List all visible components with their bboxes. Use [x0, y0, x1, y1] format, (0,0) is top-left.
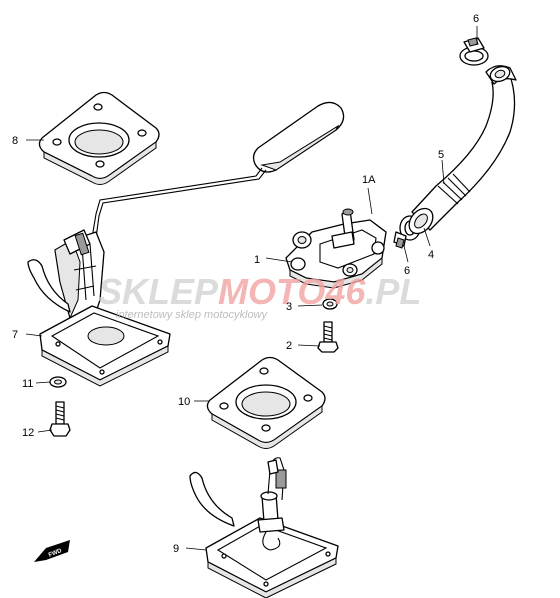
- watermark-brand-2: MOTO: [218, 271, 325, 312]
- label-10: 10: [178, 396, 190, 408]
- part-labels: 8 1A 1 3 2 4 5 6 6 7 11 12 10 9: [12, 13, 479, 555]
- bolt-12: [49, 401, 71, 437]
- label-5: 5: [438, 149, 444, 161]
- washer-3: [322, 298, 338, 310]
- fuel-sensor-plate: [189, 457, 339, 598]
- forward-label: FWD: [48, 548, 64, 559]
- fuel-tap: [285, 208, 387, 289]
- fuel-level-sensor: [27, 101, 345, 387]
- washer-11: [49, 376, 67, 388]
- gasket-top: [38, 91, 160, 185]
- hose-clamp-upper: [459, 37, 489, 66]
- watermark-brand-1: SKLEP: [98, 271, 219, 312]
- label-2: 2: [286, 340, 292, 352]
- watermark-brand-3: 46: [324, 271, 366, 312]
- gasket-middle: [206, 356, 326, 449]
- label-6-lower: 6: [404, 265, 410, 277]
- leader-lines: [25, 26, 478, 551]
- bolt-2: [317, 321, 339, 353]
- label-1a: 1A: [362, 174, 376, 186]
- label-7: 7: [12, 329, 18, 341]
- watermark-tagline: internetowy sklep motocyklowy: [116, 309, 269, 321]
- label-8: 8: [12, 135, 18, 147]
- watermark: SKLEPMOTO46.PL internetowy sklep motocyk…: [98, 271, 421, 321]
- label-9: 9: [173, 543, 179, 555]
- svg-text:SKLEPMOTO46.PL: SKLEPMOTO46.PL: [98, 271, 421, 312]
- label-1: 1: [254, 254, 260, 266]
- watermark-brand-4: .PL: [365, 271, 421, 312]
- label-4: 4: [428, 249, 434, 261]
- label-11: 11: [22, 378, 33, 390]
- fuel-hose: [408, 65, 517, 235]
- label-6-upper: 6: [473, 13, 479, 25]
- label-12: 12: [22, 427, 34, 439]
- forward-direction-badge: FWD: [34, 540, 70, 562]
- label-3: 3: [286, 301, 292, 313]
